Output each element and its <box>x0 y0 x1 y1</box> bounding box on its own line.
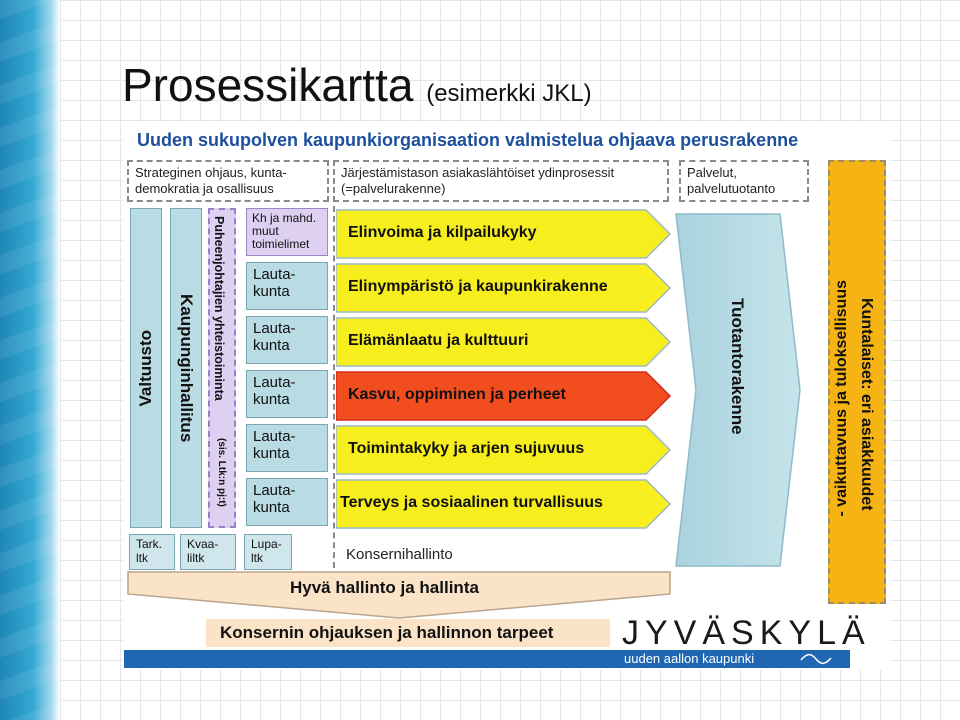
kuntalaiset-line-1: Kuntalaiset: eri asiakkuudet <box>858 298 875 511</box>
slide-title-text: Prosessikartta <box>122 59 414 111</box>
process-label-2: Elinympäristö ja kaupunkirakenne <box>348 278 608 295</box>
slide-title: Prosessikartta (esimerkki JKL) <box>122 62 592 108</box>
process-label-6: Terveys ja sosiaalinen turvallisuus <box>340 494 603 511</box>
kaupunginhallitus-box: Kaupunginhallitus <box>170 208 202 528</box>
process-arrow-1 <box>336 209 672 259</box>
process-label-1: Elinvoima ja kilpailukyky <box>348 224 537 241</box>
konsernin-ohjaus-box <box>206 619 610 647</box>
kuntalaiset-box <box>828 160 886 604</box>
kvaaliltk-box: Kvaa- liltk <box>180 534 236 570</box>
lautakunta-box-3: Lauta- kunta <box>246 370 328 418</box>
valtuusto-box: Valtuusto <box>130 208 162 528</box>
puheenjohtajat-box: Puheenjohtajien yhteistoiminta (sis. Ltk… <box>208 208 236 528</box>
process-map-diagram: Uuden sukupolven kaupunkiorganisaation v… <box>124 122 890 670</box>
header-core-processes: Järjestämistason asiakaslähtöiset ydinpr… <box>333 160 669 202</box>
puheenjohtajat-label: Puheenjohtajien yhteistoiminta <box>212 216 226 401</box>
decorative-side-band <box>0 0 60 720</box>
konsernihallinto-label: Konsernihallinto <box>346 546 453 563</box>
core-region-border <box>333 206 669 568</box>
process-label-4: Kasvu, oppiminen ja perheet <box>348 386 566 403</box>
brand-logo-text: JYVÄSKYLÄ <box>622 614 871 652</box>
tark-ltk-box: Tark. ltk <box>129 534 175 570</box>
process-arrow-6 <box>336 479 672 529</box>
process-arrow-4 <box>336 371 672 421</box>
header-strategic: Strateginen ohjaus, kunta- demokratia ja… <box>127 160 329 202</box>
slide-subtitle: (esimerkki JKL) <box>426 80 592 107</box>
lautakunta-box-4: Lauta- kunta <box>246 424 328 472</box>
puheenjohtajat-note: (sis. Ltk:n pj:t) <box>216 438 227 507</box>
hyva-hallinto-arrow <box>127 571 671 619</box>
tuotantorakenne-arrow <box>675 213 801 567</box>
valtuusto-label: Valtuusto <box>136 329 155 407</box>
konsernin-ohjaus-label: Konsernin ohjauksen ja hallinnon tarpeet <box>220 623 554 642</box>
kh-box: Kh ja mahd. muut toimielimet <box>246 208 328 256</box>
process-arrows <box>336 209 672 529</box>
process-arrow-5 <box>336 425 672 475</box>
brand-tagline: uuden aallon kaupunki <box>624 651 755 666</box>
wave-icon <box>800 653 832 665</box>
diagram-heading: Uuden sukupolven kaupunkiorganisaation v… <box>137 130 799 150</box>
header-services: Palvelut, palvelutuotanto <box>679 160 809 202</box>
lautakunta-box-5: Lauta- kunta <box>246 478 328 526</box>
process-label-3: Elämänlaatu ja kulttuuri <box>348 332 529 349</box>
process-arrow-2 <box>336 263 672 313</box>
kuntalaiset-line-2: - vaikuttavuus ja tuloksellisuus <box>833 280 850 517</box>
process-label-5: Toimintakyky ja arjen sujuvuus <box>348 440 585 457</box>
process-arrow-3 <box>336 317 672 367</box>
tuotantorakenne-label: Tuotantorakenne <box>728 298 747 435</box>
hyva-hallinto-label: Hyvä hallinto ja hallinta <box>290 578 479 597</box>
brand-bar <box>124 650 850 668</box>
kaupunginhallitus-label: Kaupunginhallitus <box>177 293 196 443</box>
lautakunta-box-1: Lauta- kunta <box>246 262 328 310</box>
lupaltk-box: Lupa- ltk <box>244 534 292 570</box>
lautakunta-box-2: Lauta- kunta <box>246 316 328 364</box>
